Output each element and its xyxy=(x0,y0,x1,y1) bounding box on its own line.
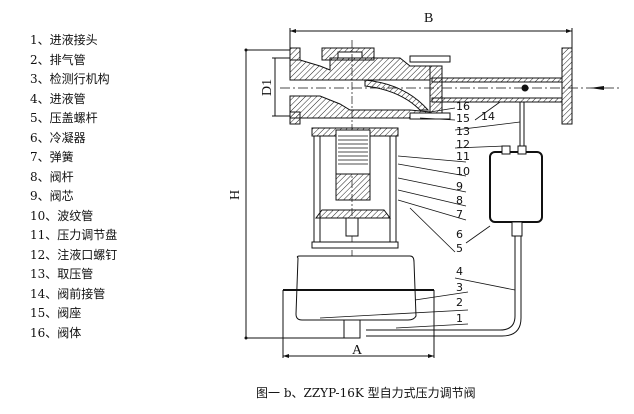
callout-2: 2 xyxy=(456,296,463,309)
actuator-housing xyxy=(311,127,399,249)
dim-label-a: A xyxy=(352,343,363,358)
legend-item: 1、进液接头 xyxy=(30,33,98,47)
legend-item: 11、压力调节盘 xyxy=(30,228,118,242)
dimension-b: B xyxy=(289,11,573,50)
callout-14: 14 xyxy=(481,110,495,123)
upstream-pipe xyxy=(280,47,620,125)
legend-item: 6、冷凝器 xyxy=(30,130,86,145)
legend-item: 15、阀座 xyxy=(30,306,82,320)
legend-item: 8、阀杆 xyxy=(30,169,74,184)
callout-8: 8 xyxy=(456,194,463,207)
flange-bolt xyxy=(409,55,451,120)
legend-item: 9、阀芯 xyxy=(30,189,74,203)
legend-item: 4、进液管 xyxy=(30,91,86,106)
callout-4: 4 xyxy=(456,265,463,278)
legend-item: 16、阀体 xyxy=(30,325,82,340)
figure-caption: 图一 b、ZZYP-16K 型自力式压力调节阀 xyxy=(256,386,476,400)
dimension-h: H xyxy=(228,48,355,340)
callout-15: 15 xyxy=(456,112,470,125)
legend-item: 5、压盖螺杆 xyxy=(30,111,98,125)
legend-item: 2、排气管 xyxy=(30,52,86,67)
callout-5: 5 xyxy=(456,242,463,255)
legend-item: 10、波纹管 xyxy=(30,208,94,223)
dimension-a: A xyxy=(282,290,435,358)
callout-6: 6 xyxy=(456,228,463,241)
valve-body xyxy=(289,40,431,300)
diaphragm-actuator xyxy=(283,255,434,339)
callout-10: 10 xyxy=(456,165,470,178)
dim-label-d1: D1 xyxy=(260,79,275,96)
callouts: 16 15 14 13 12 11 10 9 8 7 6 5 4 3 2 1 xyxy=(319,100,521,329)
dimension-d1: D1 xyxy=(260,57,290,117)
inlet-tube xyxy=(366,236,522,337)
callout-1: 1 xyxy=(456,312,463,325)
callout-12: 12 xyxy=(456,138,470,151)
callout-3: 3 xyxy=(456,281,463,294)
callout-16: 16 xyxy=(456,100,470,113)
callout-11: 11 xyxy=(456,150,470,163)
callout-13: 13 xyxy=(456,125,470,138)
dim-label-h: H xyxy=(228,190,243,200)
parts-legend: 1、进液接头 2、排气管 3、检测行机构 4、进液管 5、压盖螺杆 6、冷凝器 … xyxy=(30,31,117,343)
callout-9: 9 xyxy=(456,180,463,193)
callout-7: 7 xyxy=(456,208,463,221)
legend-item: 3、检测行机构 xyxy=(30,72,110,86)
dim-label-b: B xyxy=(424,11,433,26)
legend-item: 7、弹簧 xyxy=(30,150,74,164)
legend-item: 14、阀前接管 xyxy=(30,286,106,301)
legend-item: 13、取压管 xyxy=(30,267,94,281)
legend-item: 12、注液口螺钉 xyxy=(30,247,118,262)
condenser xyxy=(489,102,543,237)
